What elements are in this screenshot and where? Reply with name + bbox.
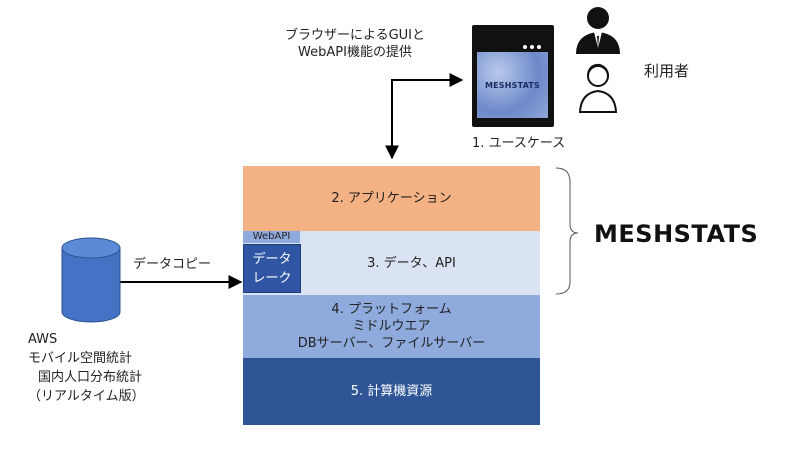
source-line-2: モバイル空間統計 (28, 351, 133, 366)
database-cylinder-icon (56, 236, 126, 324)
top-caption-line-2: WebAPI機能の提供 (298, 45, 412, 60)
source-line-1: AWS (28, 332, 58, 347)
platform-layer-line-1: 4. プラットフォーム (331, 302, 452, 317)
businessman-icon (576, 7, 620, 54)
meshstats-brace (555, 167, 579, 295)
usecase-label: 1. ユースケース (472, 136, 566, 151)
top-caption-line-1: ブラウザーによるGUIと (284, 28, 426, 43)
screen-brand-text: MESHSTATS (484, 80, 541, 90)
source-description: AWS モバイル空間統計 国内人口分布統計 （リアルタイム版） (28, 330, 145, 406)
platform-layer-line-3: DBサーバー、ファイルサーバー (297, 336, 486, 351)
compute-layer: 5. 計算機資源 (243, 358, 540, 425)
platform-layer-line-2: ミドルウエア (352, 319, 431, 334)
webapi-tag: WebAPI (243, 231, 300, 243)
top-caption: ブラウザーによるGUIと WebAPI機能の提供 (260, 27, 450, 61)
meshstats-label: MESHSTATS (594, 220, 759, 248)
platform-layer: 4. プラットフォーム ミドルウエア DBサーバー、ファイルサーバー (243, 295, 540, 358)
application-layer: 2. アプリケーション (243, 166, 540, 231)
source-line-3: 国内人口分布統計 (38, 370, 143, 385)
window-control-dots (520, 34, 541, 53)
browser-screen: MESHSTATS (477, 52, 548, 118)
data-copy-label: データコピー (133, 257, 212, 272)
data-api-layer-label: 3. データ、API (367, 255, 456, 271)
data-lake-line-1: データ (252, 251, 292, 267)
application-layer-label: 2. アプリケーション (331, 191, 452, 206)
woman-icon (578, 63, 618, 113)
data-lake-line-2: レーク (252, 270, 292, 286)
source-line-4: （リアルタイム版） (28, 389, 145, 404)
browser-app-arrow (385, 73, 464, 160)
data-lake-box: データ レーク (243, 244, 301, 293)
compute-layer-label: 5. 計算機資源 (350, 384, 433, 399)
users-label: 利用者 (644, 62, 690, 80)
